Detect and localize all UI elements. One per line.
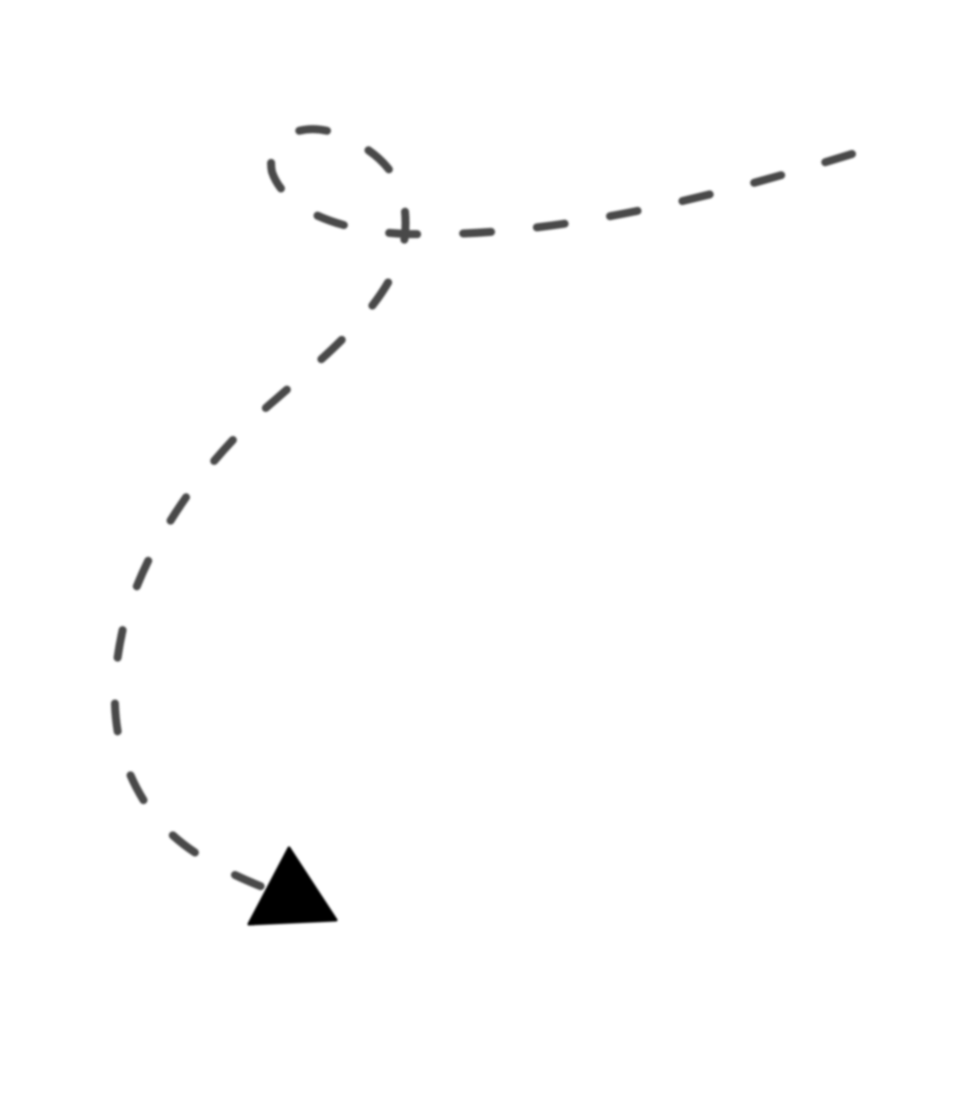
- dashed-arrow-path: [110, 125, 856, 892]
- triangle-arrowhead-icon: [247, 846, 338, 926]
